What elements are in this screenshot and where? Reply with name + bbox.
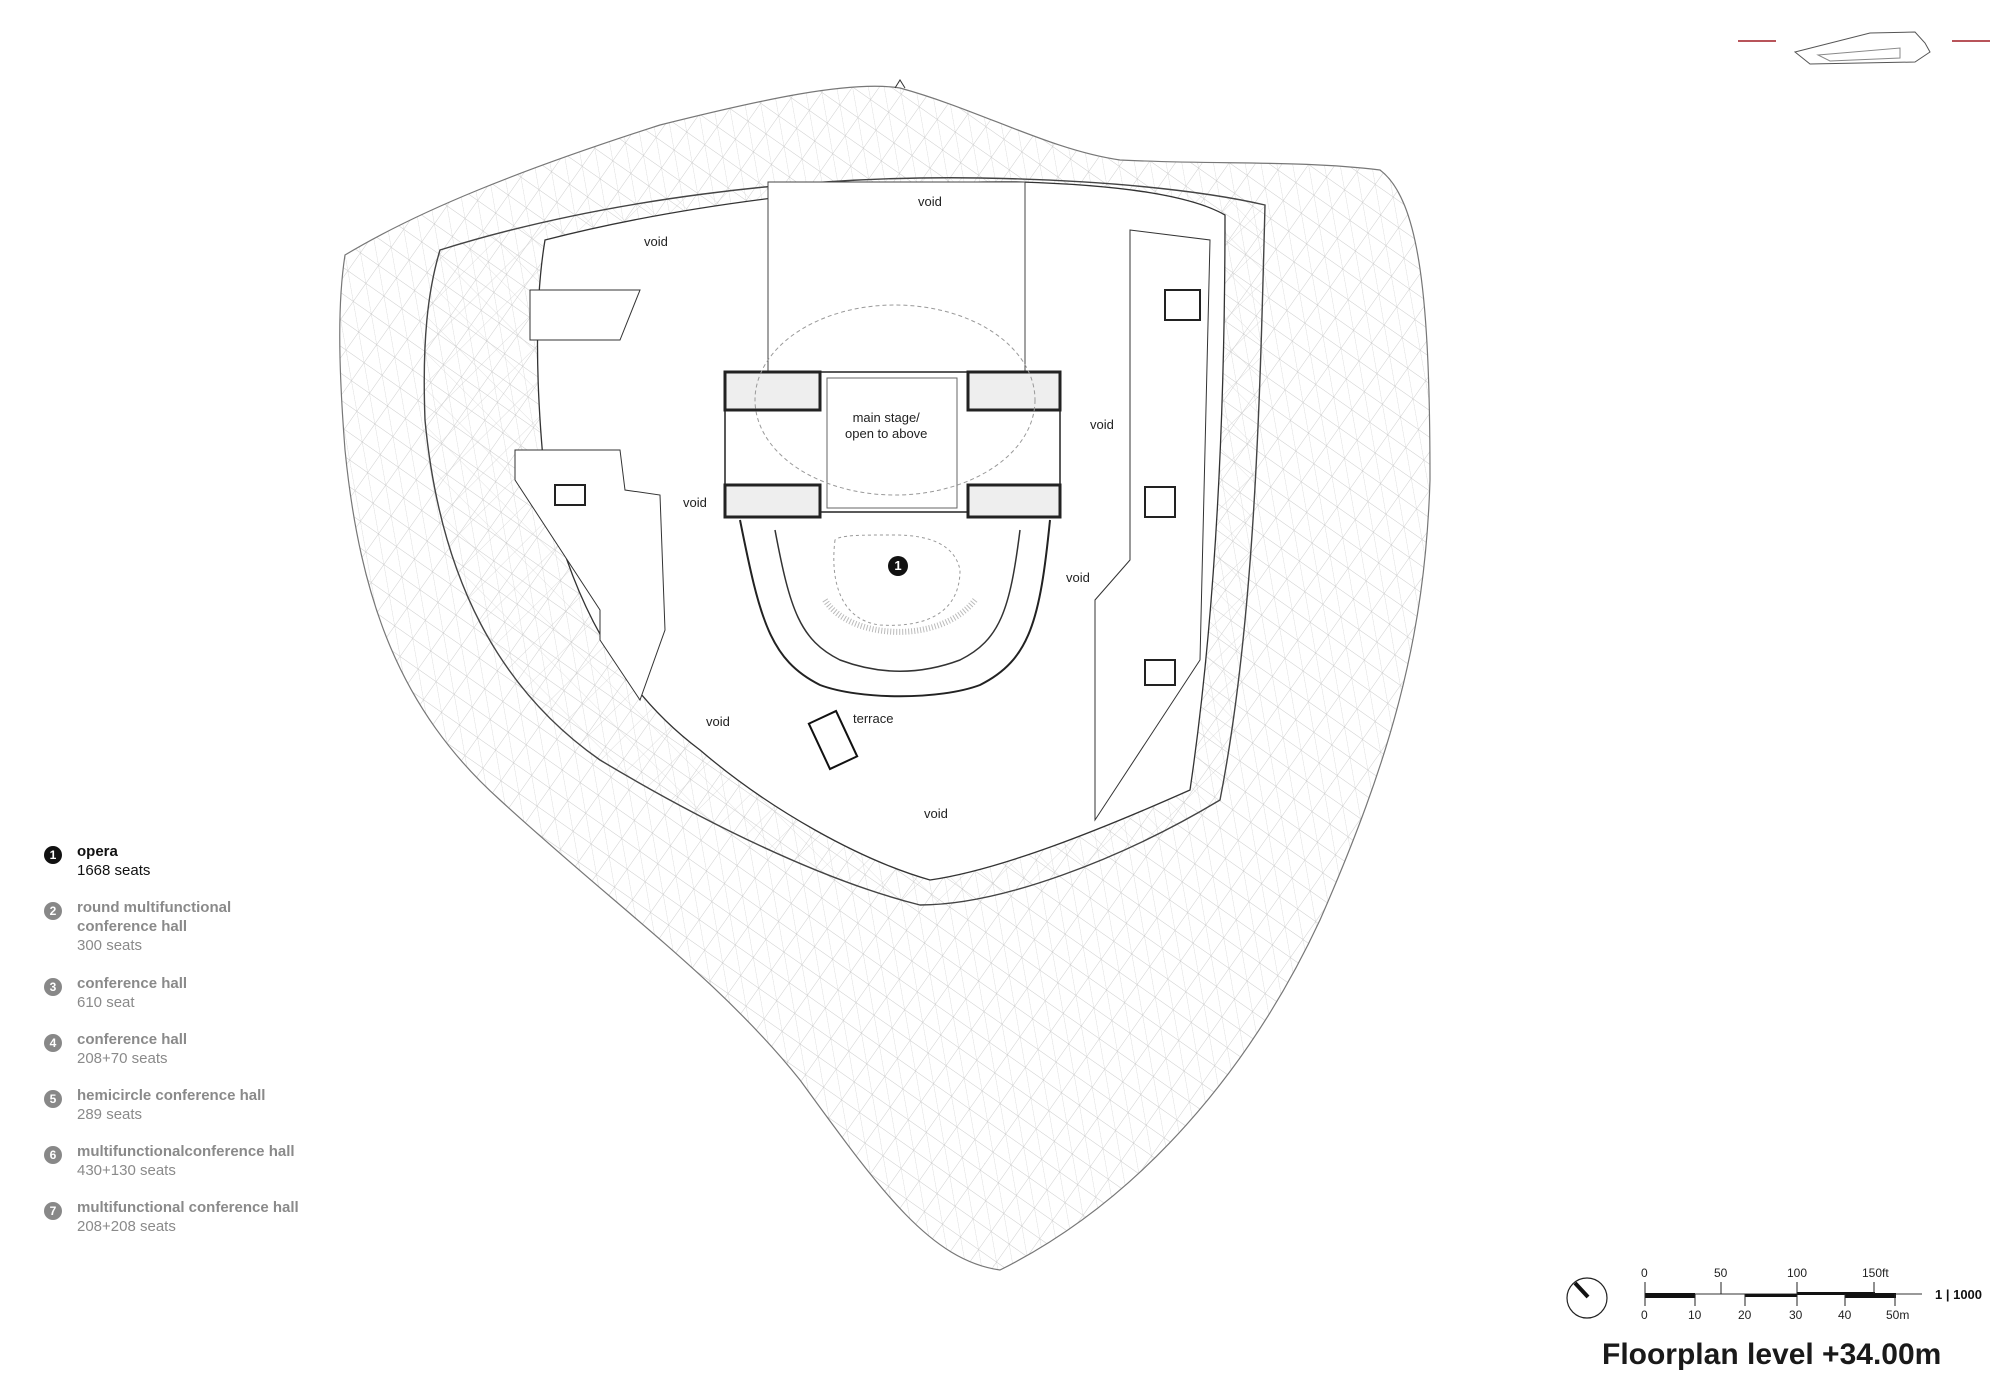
plan-title: Floorplan level +34.00m [1602,1338,1942,1371]
main-stage-line1: main stage/ [852,410,920,425]
opera-marker: 1 [888,556,908,576]
void-label: void [644,234,668,249]
legend-number: 4 [44,1034,62,1052]
main-stage-label: main stage/open to above [845,410,927,442]
legend-number: 2 [44,902,62,920]
legend-number: 5 [44,1090,62,1108]
auditorium-outline [739,519,1051,698]
legend-seats: 300 seats [77,937,143,954]
void-label: void [683,495,707,510]
legend-name: round multifunctional conference hall [77,899,232,935]
scale-feet-tick: 100 [1787,1266,1808,1280]
scale-meter-tick: 40 [1838,1308,1852,1322]
scale-bar [1644,1282,1922,1306]
scale-feet-tick: 150ft [1862,1266,1889,1280]
legend-seats: 208+70 seats [77,1050,168,1067]
void-label: void [924,806,948,821]
void-label: void [1066,570,1090,585]
legend-number: 3 [44,978,62,996]
scale-meter-tick: 20 [1738,1308,1752,1322]
legend-number: 6 [44,1146,62,1164]
legend-name: opera [77,843,118,860]
scale-feet-tick: 0 [1641,1266,1648,1280]
void-label: void [918,194,942,209]
legend-seats: 430+130 seats [77,1162,176,1179]
legend-name: hemicircle conference hall [77,1087,266,1104]
section-key-thumbnail [1738,31,1990,65]
legend-name: conference hall [77,1031,188,1048]
legend-seats: 208+208 seats [77,1218,176,1235]
north-arrow-icon [1566,1277,1608,1319]
scale-meter-tick: 0 [1641,1308,1648,1322]
void-label: void [1090,417,1114,432]
legend-name: multifunctionalconference hall [77,1143,295,1160]
legend-name: conference hall [77,975,188,992]
legend-seats: 1668 seats [77,862,151,879]
main-stage-line2: open to above [845,426,928,441]
scale-feet-tick: 50 [1714,1266,1728,1280]
legend-number: 7 [44,1202,62,1220]
legend-number: 1 [44,846,62,864]
legend-name: multifunctional conference hall [77,1199,299,1216]
scale-meter-tick: 30 [1789,1308,1803,1322]
legend-seats: 610 seat [77,994,135,1011]
legend-seats: 289 seats [77,1106,143,1123]
terrace-label: terrace [853,711,894,726]
scale-meter-tick: 50m [1886,1308,1910,1322]
scale-meter-tick: 10 [1688,1308,1702,1322]
scale-ratio: 1 | 1000 [1935,1287,1983,1302]
void-label: void [706,714,730,729]
